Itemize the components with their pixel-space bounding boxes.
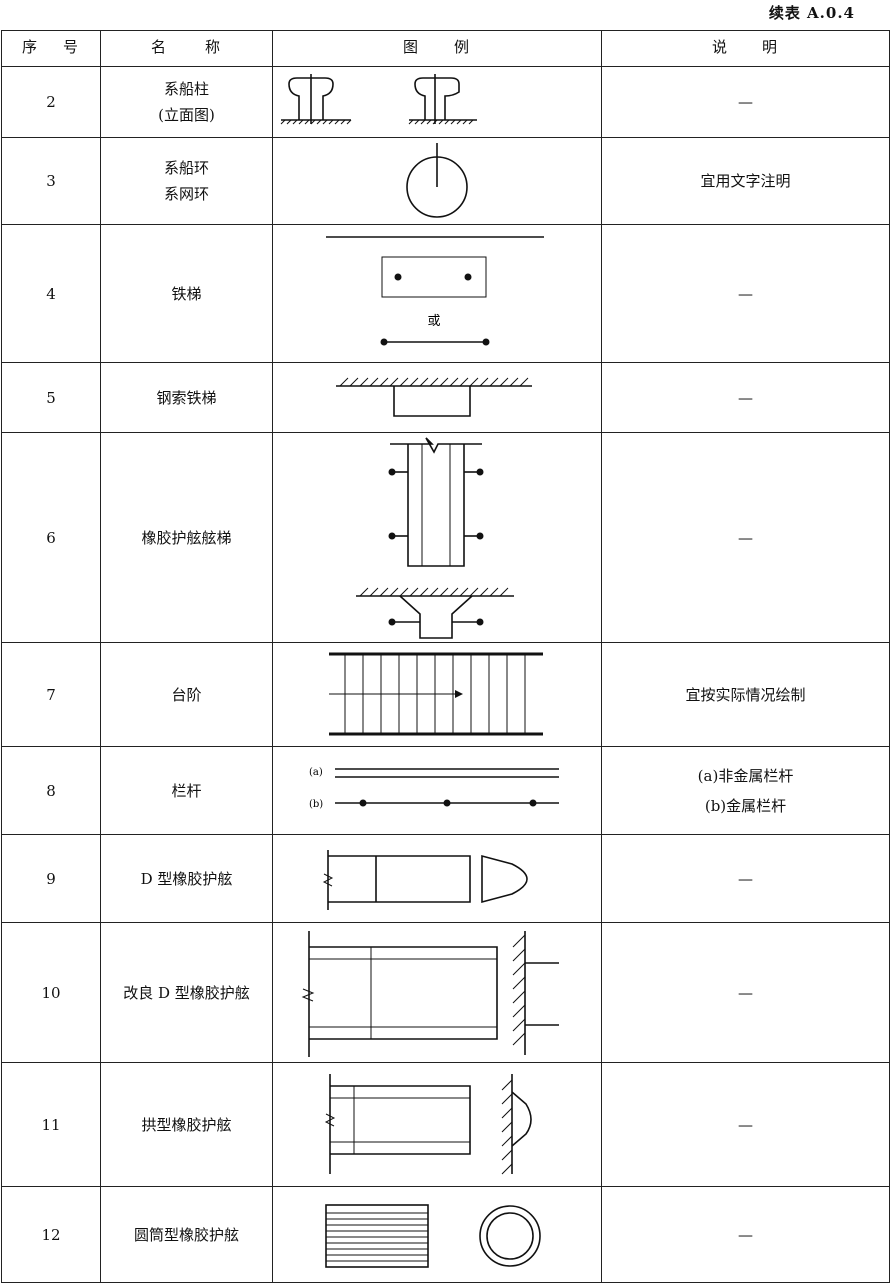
cylinder-fender-icon	[325, 1203, 541, 1268]
table-row: 11 拱型橡胶护舷 —	[1, 1062, 890, 1187]
table-row: 4 铁梯 或 —	[1, 224, 890, 363]
header-description: 说明	[601, 30, 890, 67]
table-row: 6 橡胶护舷舷梯	[1, 432, 890, 643]
row-description: —	[601, 1186, 890, 1283]
row-figure	[272, 922, 602, 1063]
row-description: 宜按实际情况绘制	[601, 642, 890, 747]
row-figure	[272, 362, 602, 433]
fender-ladder-icon	[356, 436, 514, 639]
table-row: 8 栏杆 (a) (b) (a)非金属栏杆(b)金属栏杆	[1, 746, 890, 835]
mooring-post-icon	[280, 74, 477, 125]
table-row: 7 台阶 宜按实际情况绘制	[1, 642, 890, 747]
row-number: 5	[1, 362, 101, 433]
railing-a-label: (a)	[309, 767, 323, 778]
row-name: 圆筒型橡胶护舷	[100, 1186, 273, 1283]
table-row: 2 系船柱(立面图) —	[1, 66, 890, 138]
header-name: 名称	[100, 30, 273, 67]
row-description: —	[601, 362, 890, 433]
row-name: 系船柱(立面图)	[100, 66, 273, 138]
table-row: 9 D 型橡胶护舷 —	[1, 834, 890, 923]
row-number: 7	[1, 642, 101, 747]
row-number: 11	[1, 1062, 101, 1187]
d-fender-icon	[322, 849, 528, 910]
row-description: —	[601, 432, 890, 643]
row-figure	[272, 1062, 602, 1187]
row-figure	[272, 432, 602, 643]
row-number: 6	[1, 432, 101, 643]
row-figure: 或	[272, 224, 602, 363]
table-caption: 续表 A.0.4	[768, 4, 855, 22]
table-row: 5 钢索铁梯 —	[1, 362, 890, 433]
table-row: 3 系船环系网环 宜用文字注明	[1, 137, 890, 225]
row-number: 12	[1, 1186, 101, 1283]
row-figure	[272, 1186, 602, 1283]
row-name: 栏杆	[100, 746, 273, 835]
row-name: D 型橡胶护舷	[100, 834, 273, 923]
mooring-ring-icon	[406, 143, 468, 218]
row-description: —	[601, 224, 890, 363]
row-description: —	[601, 922, 890, 1063]
row-name: 台阶	[100, 642, 273, 747]
legend-table: 序号 名称 图例 说明 2 系船柱(立面图)	[1, 30, 890, 1283]
row-description: —	[601, 834, 890, 923]
row-figure	[272, 834, 602, 923]
row-figure	[272, 66, 602, 138]
row-name: 钢索铁梯	[100, 362, 273, 433]
row-description: (a)非金属栏杆(b)金属栏杆	[601, 746, 890, 835]
row-figure: (a) (b)	[272, 746, 602, 835]
row-name: 拱型橡胶护舷	[100, 1062, 273, 1187]
row-name: 铁梯	[100, 224, 273, 363]
table-row: 10 改良 D 型橡胶护舷 —	[1, 922, 890, 1063]
railing-b-label: (b)	[309, 799, 323, 810]
header-figure: 图例	[272, 30, 602, 67]
row-description: —	[601, 66, 890, 138]
row-name: 系船环系网环	[100, 137, 273, 225]
row-number: 8	[1, 746, 101, 835]
header-row: 序号 名称 图例 说明	[1, 30, 890, 67]
header-no: 序号	[1, 30, 101, 67]
improved-d-fender-icon	[301, 930, 559, 1057]
row-number: 10	[1, 922, 101, 1063]
iron-ladder-icon: 或	[326, 235, 544, 345]
steps-icon	[329, 652, 543, 735]
row-name: 改良 D 型橡胶护舷	[100, 922, 273, 1063]
row-figure	[272, 137, 602, 225]
railing-icon: (a) (b)	[309, 767, 559, 810]
row-description: —	[601, 1062, 890, 1187]
row-figure	[272, 642, 602, 747]
row-name: 橡胶护舷舷梯	[100, 432, 273, 643]
row-description: 宜用文字注明	[601, 137, 890, 225]
row-number: 2	[1, 66, 101, 138]
table-row: 12 圆筒型橡胶护舷 —	[1, 1186, 890, 1283]
row-number: 3	[1, 137, 101, 225]
row-number: 4	[1, 224, 101, 363]
cable-ladder-icon	[336, 377, 532, 417]
arch-fender-icon	[324, 1073, 532, 1174]
row-number: 9	[1, 834, 101, 923]
figure-label: 或	[427, 314, 440, 329]
